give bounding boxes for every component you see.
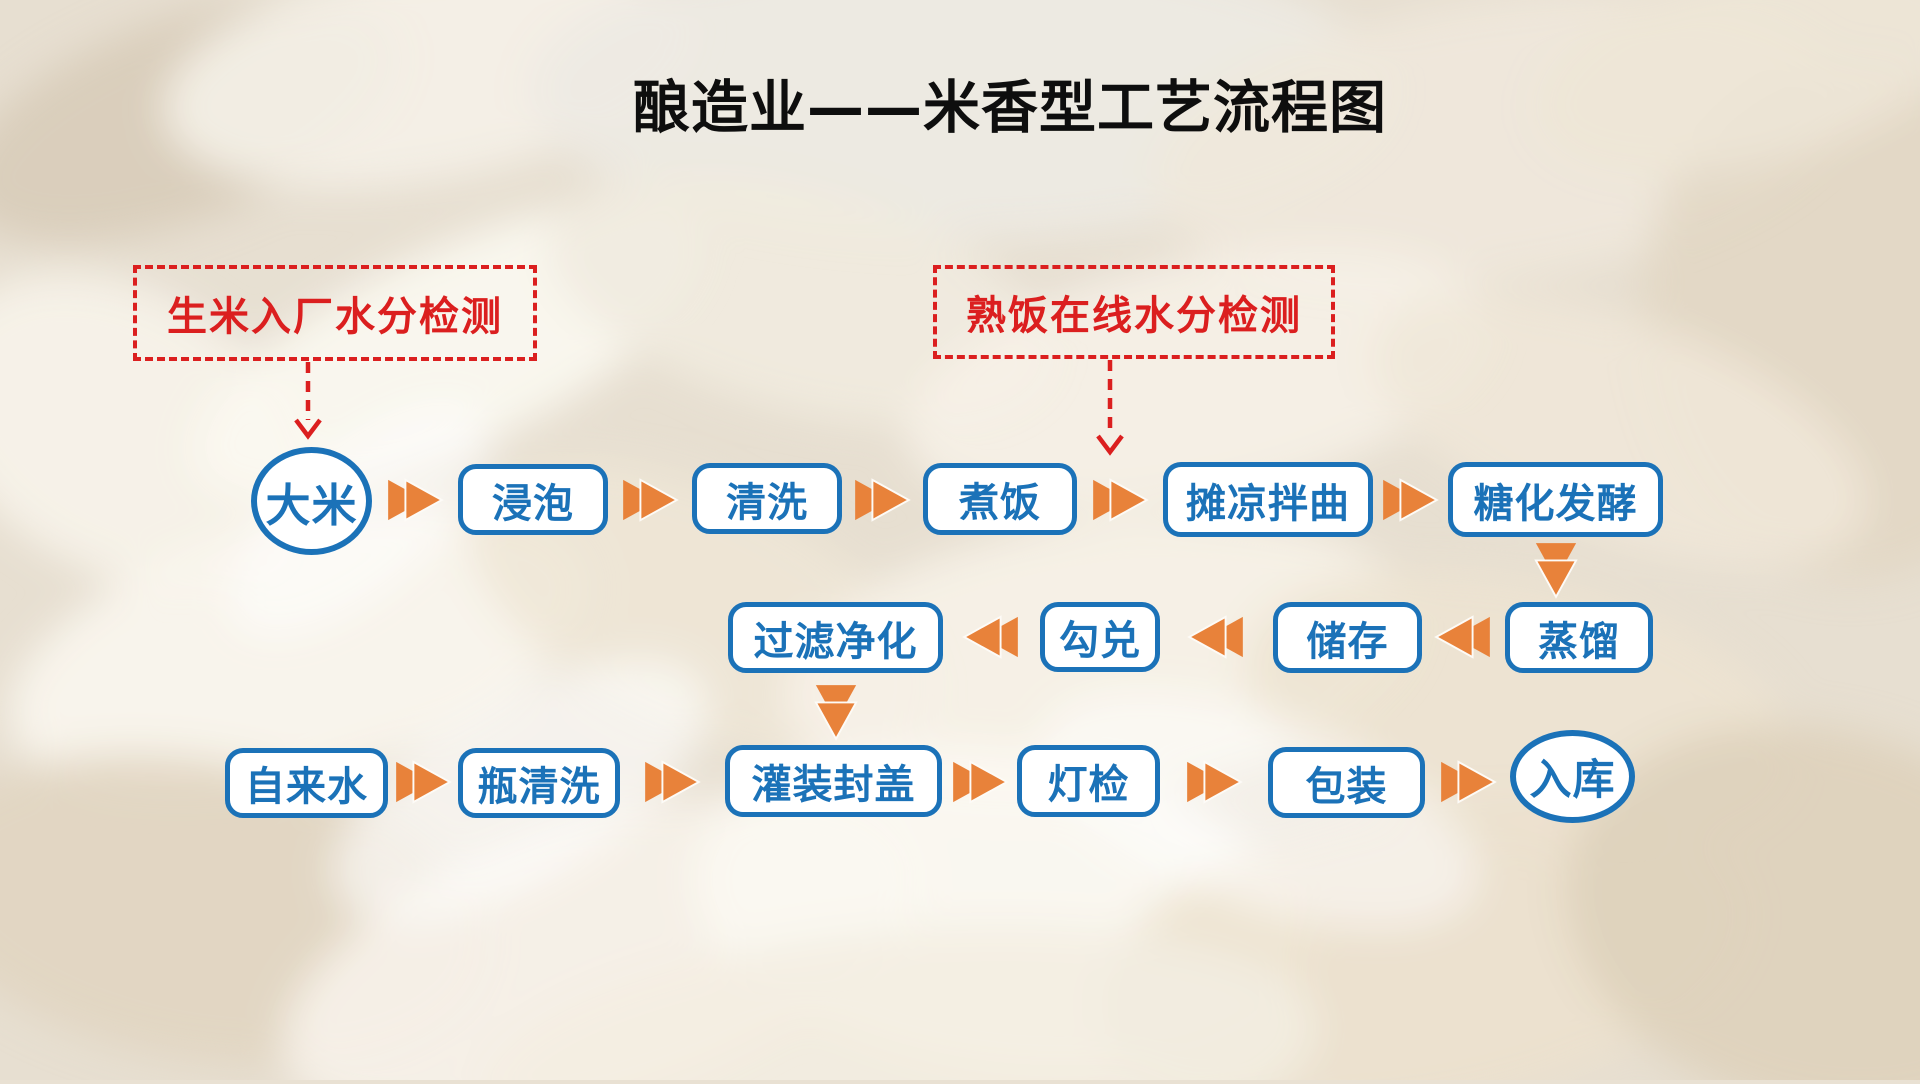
node-tanghua-fajiao: 糖化发酵 xyxy=(1448,462,1663,537)
node-ruku: 入库 xyxy=(1510,730,1635,823)
flow-arrow-right-icon xyxy=(387,478,443,522)
annotation-raw-rice-moisture-check: 生米入厂水分检测 xyxy=(133,265,537,361)
dashed-arrow-to-dami xyxy=(294,362,322,440)
flow-arrow-left-icon xyxy=(963,615,1019,659)
flow-arrow-down-icon xyxy=(814,684,858,740)
flow-arrow-right-icon xyxy=(854,478,910,522)
node-jinpao: 浸泡 xyxy=(458,464,608,535)
node-zilaishui: 自来水 xyxy=(225,748,388,818)
node-qingxi: 清洗 xyxy=(692,463,842,534)
flow-arrow-right-icon xyxy=(1092,478,1148,522)
page-title: 酿造业——米香型工艺流程图 xyxy=(633,75,1387,141)
flow-arrow-right-icon xyxy=(622,478,678,522)
flow-arrow-right-icon xyxy=(1186,760,1242,804)
dashed-arrow-to-zhufan-tanliang xyxy=(1096,360,1124,456)
flow-arrow-left-icon xyxy=(1188,615,1244,659)
flow-arrow-down-icon xyxy=(1534,542,1578,598)
node-guolv-jinghua: 过滤净化 xyxy=(728,602,943,673)
flow-arrow-right-icon xyxy=(1382,478,1438,522)
node-dengjian: 灯检 xyxy=(1017,745,1160,817)
annotation-cooked-rice-moisture-check: 熟饭在线水分检测 xyxy=(933,265,1335,359)
flow-arrow-right-icon xyxy=(1440,760,1496,804)
node-zhufan: 煮饭 xyxy=(923,463,1077,535)
node-zhengliu: 蒸馏 xyxy=(1505,602,1653,673)
node-guanzhuang-fenggai: 灌装封盖 xyxy=(725,745,942,817)
flow-arrow-right-icon xyxy=(952,760,1008,804)
node-baozhuang: 包装 xyxy=(1268,747,1425,818)
node-chucun: 储存 xyxy=(1273,602,1422,673)
flow-arrow-left-icon xyxy=(1435,615,1491,659)
node-goudui: 勾兑 xyxy=(1040,602,1160,672)
flow-arrow-right-icon xyxy=(395,760,451,804)
node-tanliang-banqu: 摊凉拌曲 xyxy=(1163,462,1373,537)
node-dami: 大米 xyxy=(251,447,372,555)
flow-arrow-right-icon xyxy=(644,760,700,804)
node-pingqingxi: 瓶清洗 xyxy=(458,748,620,818)
